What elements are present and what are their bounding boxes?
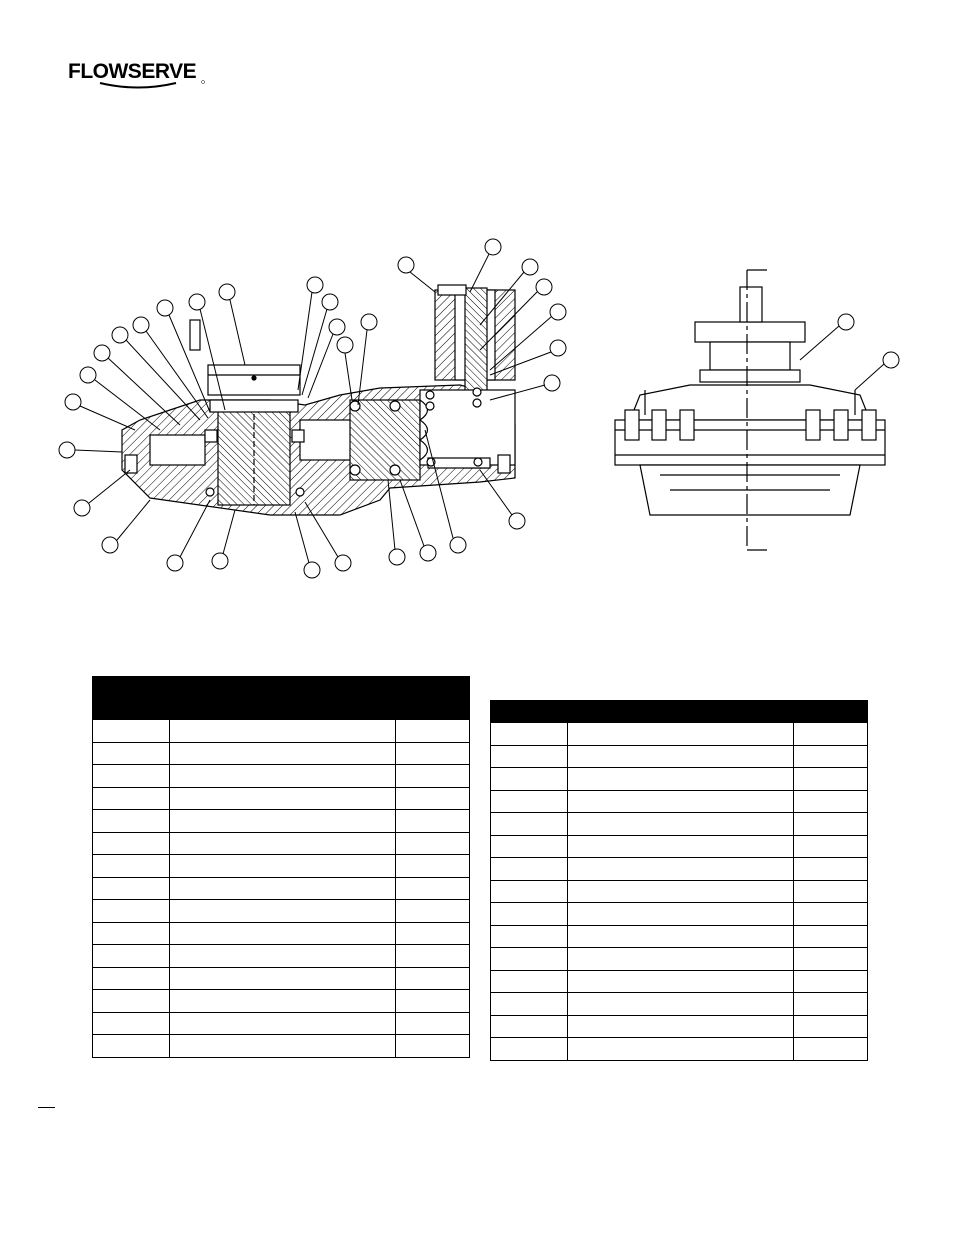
front-view: [614, 269, 886, 551]
table-row: [91, 1034, 471, 1058]
table-row: [91, 944, 471, 968]
table-row: [91, 876, 471, 900]
table-row: [91, 921, 471, 945]
parts-table-right: [489, 700, 869, 1061]
column-header-description: [567, 700, 794, 723]
callout-markers-right: [799, 313, 900, 391]
table-row: [91, 966, 471, 990]
parts-table-left: [91, 676, 471, 1058]
column-header-quantity: [394, 697, 471, 720]
table-row: [91, 741, 471, 765]
table-row: [489, 857, 869, 881]
column-header-item: [489, 700, 569, 723]
footer-rule: [38, 1107, 55, 1108]
table-row: [489, 812, 869, 836]
table-row: [91, 899, 471, 923]
logo-wordmark: FLOWSERVE: [68, 60, 197, 83]
table-row: [489, 1037, 869, 1061]
column-header-description: [169, 697, 396, 720]
table-row: [91, 764, 471, 788]
table-row: [489, 902, 869, 926]
column-header-item: [91, 697, 171, 720]
table-title: [92, 676, 470, 698]
table-row: [489, 969, 869, 993]
table-row: [489, 789, 869, 813]
table-row: [91, 831, 471, 855]
table-row: [91, 989, 471, 1013]
table-row: [489, 1014, 869, 1038]
section-view: [121, 284, 516, 516]
table-row: [489, 992, 869, 1016]
table-row: [91, 809, 471, 833]
table-row: [489, 767, 869, 791]
flowserve-logo: FLOWSERVE: [68, 60, 205, 89]
actuator-cross-section-drawing: [58, 238, 900, 579]
callout-markers-left: [58, 238, 567, 579]
table-row: [489, 879, 869, 903]
column-header-quantity: [792, 700, 869, 723]
table-row: [489, 947, 869, 971]
table-row: [91, 719, 471, 743]
table-row: [489, 744, 869, 768]
table-row: [91, 854, 471, 878]
table-row: [489, 924, 869, 948]
table-row: [91, 786, 471, 810]
table-row: [489, 834, 869, 858]
table-row: [489, 722, 869, 746]
table-row: [91, 1011, 471, 1035]
